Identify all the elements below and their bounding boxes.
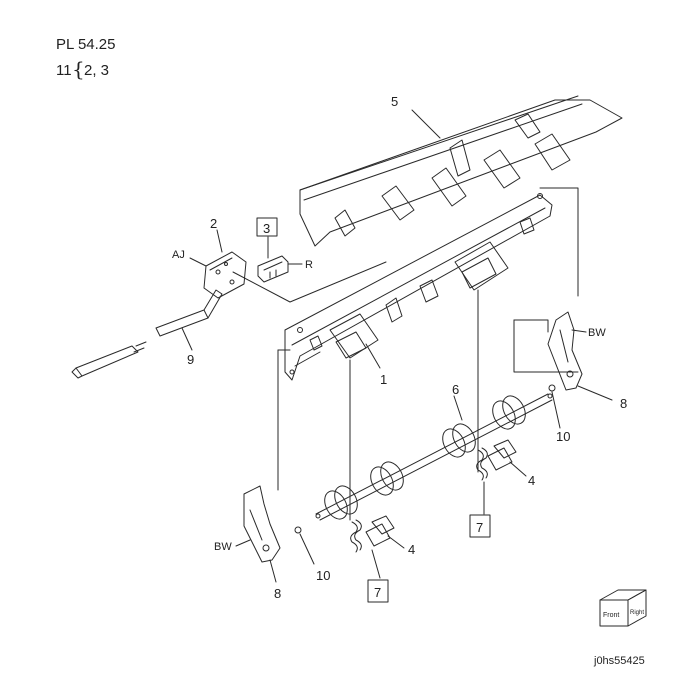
callout-3: 3 — [263, 221, 270, 236]
callout-2: 2 — [210, 216, 217, 231]
callout-9: 9 — [187, 352, 194, 367]
leader-line-6 — [453, 395, 463, 421]
orientation-cube: Front Right — [599, 589, 647, 627]
spring-left — [350, 519, 362, 553]
leader-line-10-right — [551, 391, 561, 429]
callout-8-right: 8 — [620, 396, 627, 411]
image-id-label: j0hs55425 — [594, 655, 645, 667]
callout-10-right: 10 — [556, 429, 570, 444]
alignment-lines — [232, 187, 579, 521]
label-bw-right: BW — [588, 327, 606, 339]
leader-line-2 — [216, 229, 223, 253]
bushing-right — [487, 439, 517, 471]
leader-line-4-right — [509, 461, 527, 477]
bearing-bracket-right — [547, 311, 583, 391]
callout-box-3 — [256, 217, 278, 237]
group-brace: { — [72, 57, 85, 81]
bearing-bracket-left — [243, 485, 281, 563]
group-members: 2, 3 — [84, 62, 110, 79]
callout-5: 5 — [391, 94, 398, 109]
cube-front-label: Front — [603, 612, 619, 619]
leader-line-5 — [411, 109, 441, 139]
leader-line-1 — [365, 343, 381, 369]
callout-box-7-right — [469, 514, 491, 538]
cube-right-label: Right — [630, 610, 644, 616]
label-bw-left: BW — [214, 541, 232, 553]
leader-line-aj — [189, 257, 207, 267]
upper-guide-cover — [299, 95, 623, 247]
leader-line-10-left — [299, 533, 315, 565]
leader-line-8-right — [577, 385, 613, 401]
label-r: R — [305, 259, 313, 271]
bracket-part — [203, 251, 247, 299]
label-aj: AJ — [172, 249, 185, 261]
spring-right — [476, 447, 488, 481]
parts-list-reference: PL 54.25 — [56, 36, 116, 53]
leader-line-bw-left — [235, 539, 251, 547]
leader-line-bw-right — [571, 329, 587, 333]
callout-6: 6 — [452, 382, 459, 397]
e-ring-left — [294, 526, 302, 534]
leader-line-9 — [181, 327, 193, 351]
leader-line-4-left — [387, 535, 405, 549]
leader-line-7-left — [371, 549, 381, 579]
bushing-left — [365, 515, 395, 547]
group-number: 11 — [56, 62, 72, 79]
callout-1: 1 — [380, 372, 387, 387]
leader-line-8-left — [269, 559, 277, 583]
e-ring-right — [548, 384, 556, 392]
callout-7-left: 7 — [374, 585, 381, 600]
link-cable — [71, 289, 223, 379]
latch-part — [257, 255, 289, 283]
callout-box-7-left — [367, 579, 389, 603]
callout-10-left: 10 — [316, 568, 330, 583]
callout-7-right: 7 — [476, 520, 483, 535]
callout-4-right: 4 — [528, 473, 535, 488]
lower-guide-plate — [284, 193, 553, 381]
callout-4-left: 4 — [408, 542, 415, 557]
callout-8-left: 8 — [274, 586, 281, 601]
roller-shaft — [315, 393, 553, 521]
